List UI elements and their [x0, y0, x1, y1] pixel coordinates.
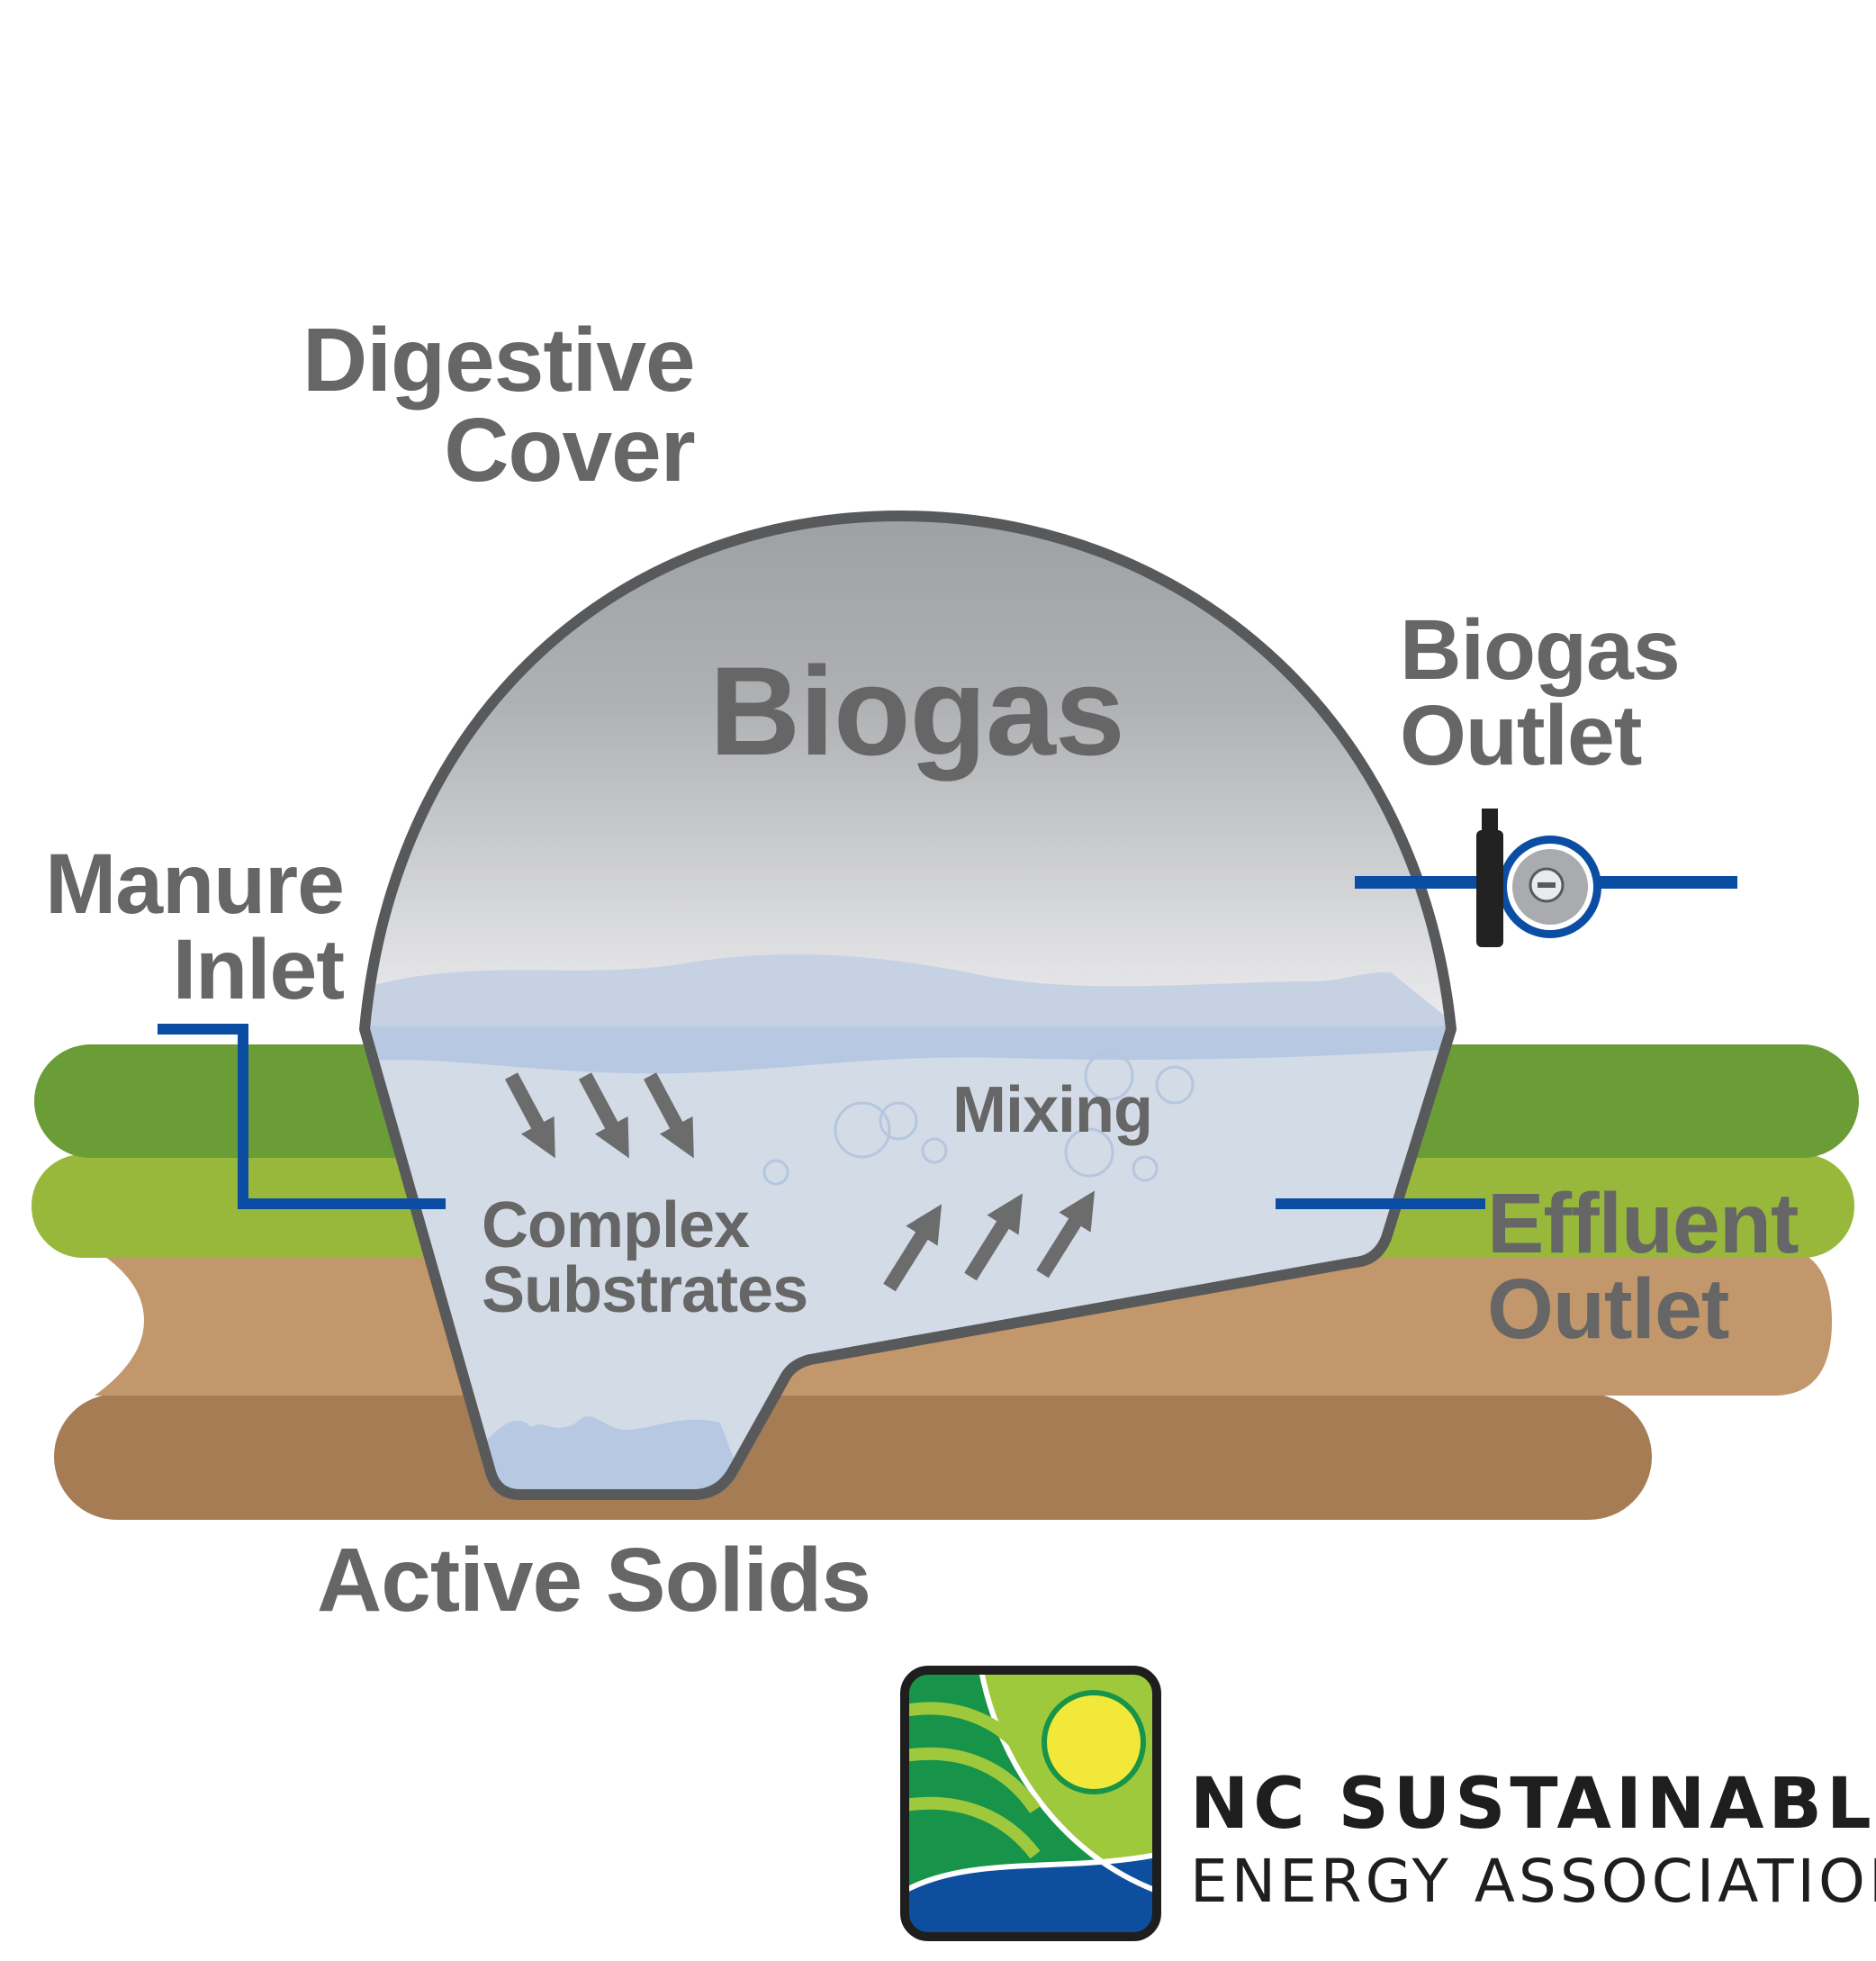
complex-substrates-label: Complex Substrates [482, 1189, 808, 1326]
effluent-outlet-line1: Effluent [1487, 1176, 1799, 1271]
logo-line2: ENERGY ASSOCIATION [1190, 1846, 1876, 1916]
manure-inlet-label: Manure Inlet [0, 836, 345, 1017]
effluent-outlet-label: Effluent Outlet [1487, 1181, 1799, 1352]
manure-inlet-line2: Inlet [172, 922, 345, 1017]
digestive-cover-line1: Digestive [302, 310, 696, 411]
manure-inlet-pipe [158, 1024, 446, 1209]
bubble-icon [762, 1051, 1195, 1186]
nc-sustainable-energy-logo-icon [900, 1666, 1161, 1941]
effluent-outlet-line2: Outlet [1487, 1261, 1729, 1357]
logo-wordmark: NC SUSTAINABLE ENERGY ASSOCIATION [1190, 1764, 1876, 1917]
gas-valve-icon [1476, 809, 1601, 947]
arrow-down-right-icon [504, 1072, 694, 1159]
biogas-outlet-line1: Biogas [1400, 602, 1681, 698]
digestive-cover-label: Digestive Cover [302, 310, 696, 501]
digester-outline [359, 511, 1457, 1500]
manure-inlet-line1: Manure [45, 836, 345, 932]
biogas-label: Biogas [709, 640, 1125, 782]
arrow-up-right-icon [883, 1190, 1096, 1292]
biogas-outlet-line2: Outlet [1400, 688, 1642, 783]
logo-line1: NC SUSTAINABLE [1190, 1764, 1876, 1845]
complex-substrates-line1: Complex [482, 1189, 750, 1261]
active-solids-label: Active Solids [317, 1530, 871, 1631]
soil-bottom-layer [54, 1394, 1652, 1520]
digestive-cover-line2: Cover [444, 400, 695, 501]
biogas-outlet-label: Biogas Outlet [1400, 602, 1681, 783]
mixing-label: Mixing [952, 1074, 1153, 1146]
complex-substrates-line2: Substrates [482, 1254, 808, 1326]
